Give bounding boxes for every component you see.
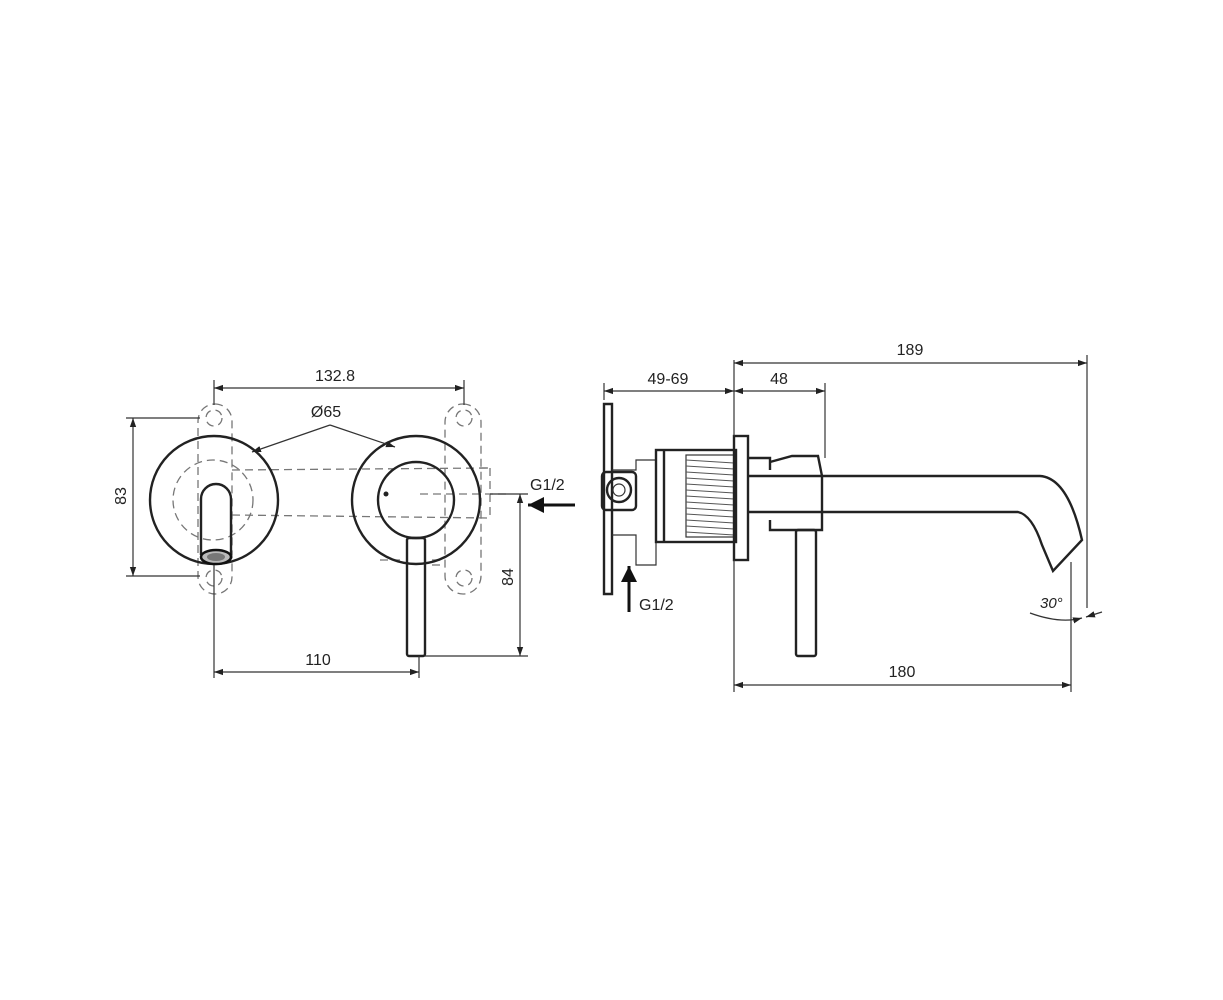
side-inlet-arrow: G1/2 (621, 566, 674, 614)
dim-diameter-label: Ø65 (311, 404, 341, 421)
dim-height-label: 83 (113, 487, 130, 505)
mounting-bracket (600, 402, 657, 596)
dim-depth-range-label: 49-69 (648, 371, 689, 388)
mixer-rosette (350, 434, 482, 658)
spout (748, 474, 1084, 574)
dim-spacing-label: 110 (305, 652, 331, 669)
dim-reach-label: 180 (889, 664, 916, 681)
dim-spacing: 110 (213, 565, 420, 678)
dim-inlet-height: 84 (425, 493, 528, 657)
side-view: 49-69 48 189 180 30° (600, 342, 1103, 692)
angle-label: 30° (1040, 595, 1063, 612)
spout-rosette (148, 434, 280, 566)
mixer-lever (748, 454, 824, 658)
dim-depth-range: 49-69 (603, 360, 735, 436)
lever-handle (405, 536, 427, 658)
dim-angle: 30° (1029, 595, 1103, 624)
dim-reach: 180 (733, 560, 1072, 692)
wall-flange (732, 434, 750, 562)
dim-width: 132.8 (213, 368, 465, 405)
dim-flange-label: 48 (770, 371, 788, 388)
dim-inlet-height-label: 84 (500, 568, 517, 586)
dim-flange: 48 (734, 371, 826, 458)
threaded-body (654, 448, 738, 544)
dim-diameter: Ø65 (251, 404, 396, 453)
dim-total: 189 (734, 342, 1088, 608)
concealed-body-hidden-lines (172, 403, 510, 595)
thread-lines (685, 459, 735, 536)
front-inlet-arrow: G1/2 (528, 477, 575, 513)
front-view: 132.8 Ø65 83 84 110 (113, 368, 575, 678)
side-inlet-label: G1/2 (639, 597, 674, 614)
dim-height: 83 (113, 417, 200, 577)
dim-width-label: 132.8 (315, 368, 355, 385)
front-inlet-label: G1/2 (530, 477, 565, 494)
dim-total-label: 189 (897, 342, 924, 359)
